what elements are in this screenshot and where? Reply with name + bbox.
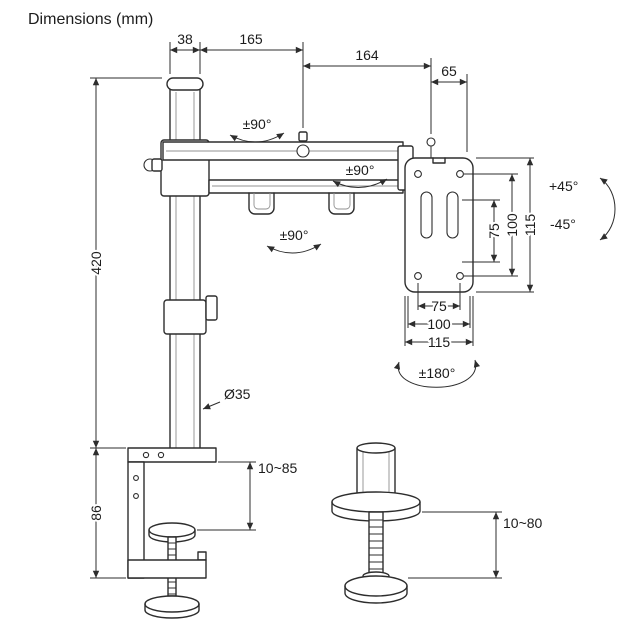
vesa-plate	[404, 137, 474, 293]
height-collar	[163, 299, 207, 335]
dim-label-86: 86	[88, 505, 104, 521]
dim-label-vesa-v115: 115	[522, 214, 538, 237]
tilt-up-label: +45°	[549, 178, 578, 194]
clamp-knob	[144, 595, 200, 613]
pole	[143, 77, 218, 457]
grommet-rod-threads	[369, 519, 383, 570]
page-title: Dimensions (mm)	[28, 11, 153, 28]
dim-leader-diameter	[202, 401, 221, 410]
tilt-screw-icon	[426, 137, 436, 147]
dim-extension-lines-vesa-right	[462, 157, 534, 293]
grommet-knob	[344, 575, 408, 597]
joint-screw-icon	[298, 131, 308, 142]
clamp-wall-hole	[133, 493, 139, 499]
dim-label-vesa-v100: 100	[504, 213, 520, 237]
dim-top-chain: 38 165 164 65	[169, 29, 468, 152]
rotation-annotations: ±90° ±90° ±90° +45° -45° ±180°	[229, 114, 616, 388]
grommet-stub-top	[356, 442, 396, 454]
dim-label-diameter: Ø35	[224, 386, 251, 402]
clamp-knob-skirt	[144, 603, 200, 619]
dim-label-vesa-h115: 115	[428, 334, 451, 350]
clamp-plate-hole	[142, 451, 150, 459]
swivel-lower-arrow-icon	[266, 243, 322, 254]
vesa-hole	[456, 272, 464, 280]
vesa-hole	[456, 170, 464, 178]
swivel-pole-arrow-icon	[229, 132, 285, 143]
dim-label-clamp-range: 10~85	[258, 460, 298, 476]
dim-label-vesa-v75: 75	[486, 223, 502, 239]
grommet-rod	[368, 511, 384, 575]
dim-vesa-horizontal: 75 100 115	[404, 283, 474, 352]
cable-clip-1	[248, 192, 275, 215]
swivel-mid-label: ±90°	[346, 162, 375, 178]
dim-extension-lines-left	[90, 77, 162, 579]
swivel-lower-label: ±90°	[280, 227, 309, 243]
clamp-pad	[148, 522, 196, 538]
swivel-pole-label: ±90°	[243, 116, 272, 132]
grommet-knob-skirt	[344, 585, 408, 604]
vesa-hole	[414, 272, 422, 280]
desk-clamp	[127, 447, 217, 619]
clamp-wall-hole	[133, 475, 139, 481]
dim-left-chain: 420 86	[86, 77, 162, 579]
clamp-jaw-lip	[197, 551, 207, 561]
dim-label-65: 65	[441, 63, 457, 79]
dim-label-420: 420	[88, 251, 104, 275]
dim-label-vesa-h75: 75	[431, 298, 447, 314]
clamp-plate-hole	[157, 451, 165, 459]
dim-pole-diameter: Ø35	[202, 384, 253, 410]
dim-extension-lines-vesa-bottom	[404, 283, 474, 346]
cable-clip-1-inner	[253, 193, 271, 210]
dim-label-38: 38	[177, 31, 193, 47]
arm-joint-pivot	[296, 144, 310, 158]
dim-label-164: 164	[355, 47, 379, 63]
vesa-slot-left	[420, 191, 433, 239]
dim-extension-lines-top	[169, 42, 468, 152]
vesa-plate-notch	[432, 157, 446, 164]
dim-label-vesa-h100: 100	[427, 316, 451, 332]
grommet-mount	[331, 442, 421, 604]
vesa-hole	[414, 170, 422, 178]
cable-clip-2	[328, 192, 355, 215]
dim-vesa-vertical: 75 100 115	[462, 157, 540, 293]
clamp-top-plate	[127, 447, 217, 463]
dim-grommet-range: 10~80	[408, 511, 545, 579]
grommet-stub-shading	[362, 452, 390, 498]
pole-cap	[166, 77, 204, 91]
cable-clip-pole	[205, 295, 218, 321]
dim-label-grommet-range: 10~80	[503, 515, 543, 531]
bracket-knob-stem	[151, 158, 163, 172]
vesa-plate-body	[404, 157, 474, 293]
clamp-screw-threads	[168, 542, 176, 595]
arm-lower-rail	[208, 179, 404, 194]
dim-clamp-range: 10~85	[197, 458, 300, 531]
clamp-bottom-arm	[127, 559, 207, 579]
vesa-slot-right	[446, 191, 459, 239]
cable-clip-2-inner	[333, 193, 351, 210]
swivel-mid-arrow-icon	[332, 178, 388, 188]
grommet-washer	[331, 491, 421, 513]
tilt-arrow-icon	[599, 177, 616, 241]
dim-extension-lines-grommet	[408, 511, 502, 579]
dim-label-165: 165	[239, 31, 263, 47]
screen-rotation-label: ±180°	[419, 365, 456, 381]
dim-extension-lines-clamp	[197, 461, 256, 531]
tilt-down-label: -45°	[550, 216, 576, 232]
screen-rotation-arrow-icon	[393, 359, 480, 388]
